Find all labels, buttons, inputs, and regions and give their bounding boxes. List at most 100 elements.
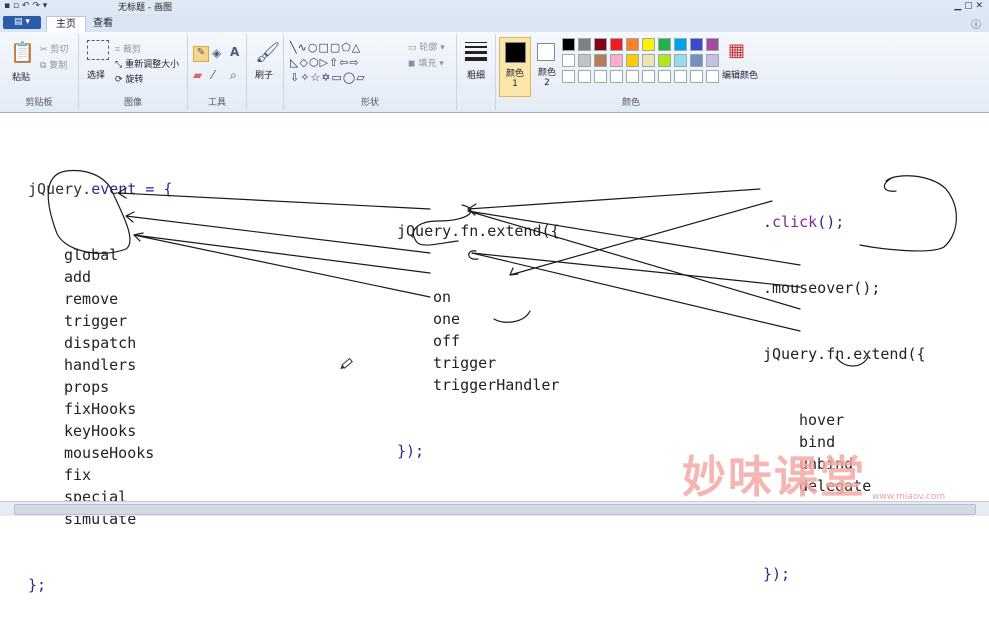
palette-swatch[interactable]	[594, 38, 607, 51]
palette-swatch[interactable]	[626, 38, 639, 51]
palette-swatch[interactable]	[658, 54, 671, 67]
copy-button[interactable]: ⧉ 复制	[40, 61, 68, 71]
select-button[interactable]: 选择	[87, 71, 106, 81]
custom-color-slot[interactable]	[610, 70, 623, 83]
brushes-button[interactable]: 刷子	[255, 71, 274, 81]
custom-color-slot[interactable]	[594, 70, 607, 83]
watermark-logo: 妙味课堂	[682, 452, 866, 503]
palette-swatch[interactable]	[658, 38, 671, 51]
shape-gallery[interactable]: ╲∿○□▢⬠△◺◇⬡▷⇧⇦⇨⇩✧☆✡▭◯▱	[290, 41, 366, 84]
palette-swatch[interactable]	[562, 38, 575, 51]
palette-swatch[interactable]	[578, 38, 591, 51]
left-block-item: fix	[64, 466, 92, 484]
color2-swatch	[537, 43, 555, 61]
fill-button[interactable]: ◼ 填充 ▾	[408, 59, 444, 69]
clipboard-group: 📋 粘贴 ✂ 剪切 ⧉ 复制 剪贴板	[0, 34, 79, 110]
app-menu-button[interactable]: ▤ ▾	[3, 16, 41, 29]
text-tool-icon[interactable]: A	[230, 45, 240, 59]
magnifier-icon[interactable]: ⌕	[230, 68, 237, 82]
size-button[interactable]: 粗细	[467, 71, 486, 81]
custom-color-slot[interactable]	[658, 70, 671, 83]
palette-swatch[interactable]	[690, 38, 703, 51]
pencil-icon[interactable]: ✎	[193, 46, 209, 62]
cut-button[interactable]: ✂ 剪切	[40, 45, 69, 55]
select-icon[interactable]	[87, 40, 109, 60]
paste-button[interactable]: 粘贴	[12, 73, 31, 83]
palette-swatch[interactable]	[562, 54, 575, 67]
image-group-label: 图像	[123, 98, 142, 108]
size-group: 粗细	[457, 34, 496, 110]
outline-button[interactable]: ▭ 轮廓 ▾	[408, 43, 445, 53]
palette-swatch[interactable]	[578, 54, 591, 67]
custom-color-slot[interactable]	[626, 70, 639, 83]
crop-label: 裁剪	[122, 45, 141, 55]
brush-icon[interactable]: 🖌	[255, 40, 281, 64]
paste-icon[interactable]: 📋	[10, 40, 35, 64]
tools-group: ✎ ◈ A ▰ ⁄ ⌕ 工具	[188, 34, 247, 110]
custom-color-slot[interactable]	[690, 70, 703, 83]
color2-button[interactable]: 颜色 2	[532, 37, 562, 95]
palette-swatch[interactable]	[706, 54, 719, 67]
window-controls[interactable]: ▁ ▢ ✕	[954, 1, 983, 11]
help-icon[interactable]: ⓘ	[971, 20, 981, 31]
quick-access-toolbar[interactable]: ▪ ▫ ↶ ↷ ▾	[4, 1, 48, 11]
palette-swatch[interactable]	[642, 54, 655, 67]
watermark-url: www.miaov.com	[872, 492, 946, 502]
custom-color-slot[interactable]	[674, 70, 687, 83]
edit-colors-button[interactable]: 编辑颜色	[722, 71, 759, 81]
crop-button[interactable]: ⌗ 裁剪	[115, 45, 141, 55]
tools-group-label: 工具	[207, 98, 226, 108]
ribbon-tabs: ▤ ▾ 主页 查看 ⓘ	[0, 14, 989, 33]
palette-swatch[interactable]	[674, 38, 687, 51]
eraser-icon[interactable]: ▰	[193, 68, 203, 82]
right-smile-stroke	[835, 356, 869, 367]
color2-label: 颜色 2	[538, 68, 557, 88]
ribbon: 📋 粘贴 ✂ 剪切 ⧉ 复制 剪贴板 选择 ⌗ 裁剪 ⤡ 重新调整大小 ⟳ 旋转…	[0, 32, 989, 113]
color1-label: 颜色 1	[506, 69, 525, 89]
tab-view[interactable]: 查看	[93, 18, 113, 29]
left-block-close: };	[28, 576, 47, 594]
palette-swatch[interactable]	[610, 54, 623, 67]
line-on-bind	[467, 210, 801, 266]
mid-block-item: trigger	[433, 354, 497, 372]
colors-group-label: 颜色	[621, 98, 640, 108]
line-off-unbind	[471, 252, 801, 288]
edit-colors-icon[interactable]: ▦	[728, 40, 746, 61]
left-block-item: props	[64, 378, 110, 396]
right-block-header: jQuery.fn.extend({	[763, 345, 926, 363]
resize-button[interactable]: ⤡ 重新调整大小	[115, 60, 180, 70]
palette-swatch[interactable]	[626, 54, 639, 67]
shapes-group-label: 形状	[360, 98, 379, 108]
palette-swatch[interactable]	[642, 38, 655, 51]
left-circle-stroke	[47, 169, 131, 254]
off-hook-stroke	[468, 250, 479, 260]
palette-swatch[interactable]	[706, 38, 719, 51]
custom-color-slot[interactable]	[578, 70, 591, 83]
arrow-mouseover-trigger	[509, 200, 773, 276]
custom-color-slot[interactable]	[562, 70, 575, 83]
color1-button[interactable]: 颜色 1	[499, 37, 531, 97]
color-picker-icon[interactable]: ⁄	[212, 68, 215, 82]
mid-block-item: one	[433, 310, 461, 328]
fill-label: 填充	[418, 59, 437, 69]
custom-color-slot[interactable]	[706, 70, 719, 83]
click-hook-stroke	[883, 176, 897, 192]
mid-block-item: on	[433, 288, 452, 306]
rotate-button[interactable]: ⟳ 旋转	[115, 75, 144, 85]
fill-bucket-icon[interactable]: ◈	[212, 46, 222, 60]
tab-home[interactable]: 主页	[46, 16, 86, 32]
palette-swatch[interactable]	[674, 54, 687, 67]
palette-swatch[interactable]	[594, 54, 607, 67]
custom-color-slot[interactable]	[642, 70, 655, 83]
right-bracket-stroke	[859, 175, 957, 252]
left-block-item: remove	[64, 290, 119, 308]
horizontal-scrollbar[interactable]	[0, 501, 989, 516]
palette-swatch[interactable]	[610, 38, 623, 51]
right-block-item: hover	[799, 411, 845, 429]
left-block-item: global	[64, 246, 119, 264]
line-size-icon[interactable]	[465, 42, 487, 61]
scrollbar-thumb[interactable]	[14, 504, 976, 515]
brushes-group: 🖌 刷子	[247, 34, 284, 110]
palette-swatch[interactable]	[690, 54, 703, 67]
